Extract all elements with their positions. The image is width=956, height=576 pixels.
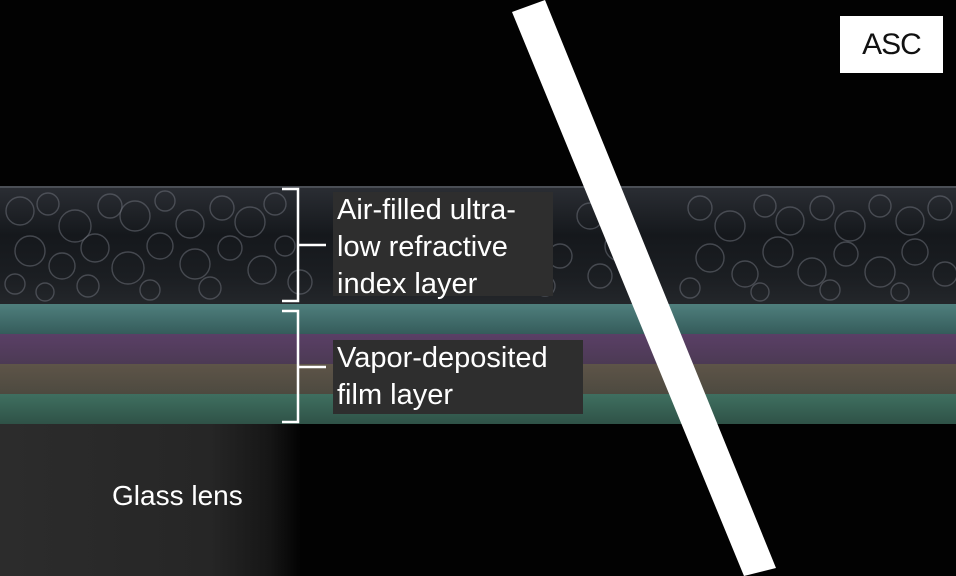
film-band-teal bbox=[0, 304, 956, 334]
asc-logo: ASC bbox=[840, 16, 943, 73]
vapor-deposited-film bbox=[0, 304, 956, 424]
film-layer-label: Vapor-deposited film layer bbox=[333, 340, 583, 414]
glass-lens-substrate bbox=[0, 424, 300, 576]
air-layer-label: Air-filled ultra-low refractive index la… bbox=[333, 192, 553, 300]
glass-lens-label: Glass lens bbox=[112, 480, 243, 511]
